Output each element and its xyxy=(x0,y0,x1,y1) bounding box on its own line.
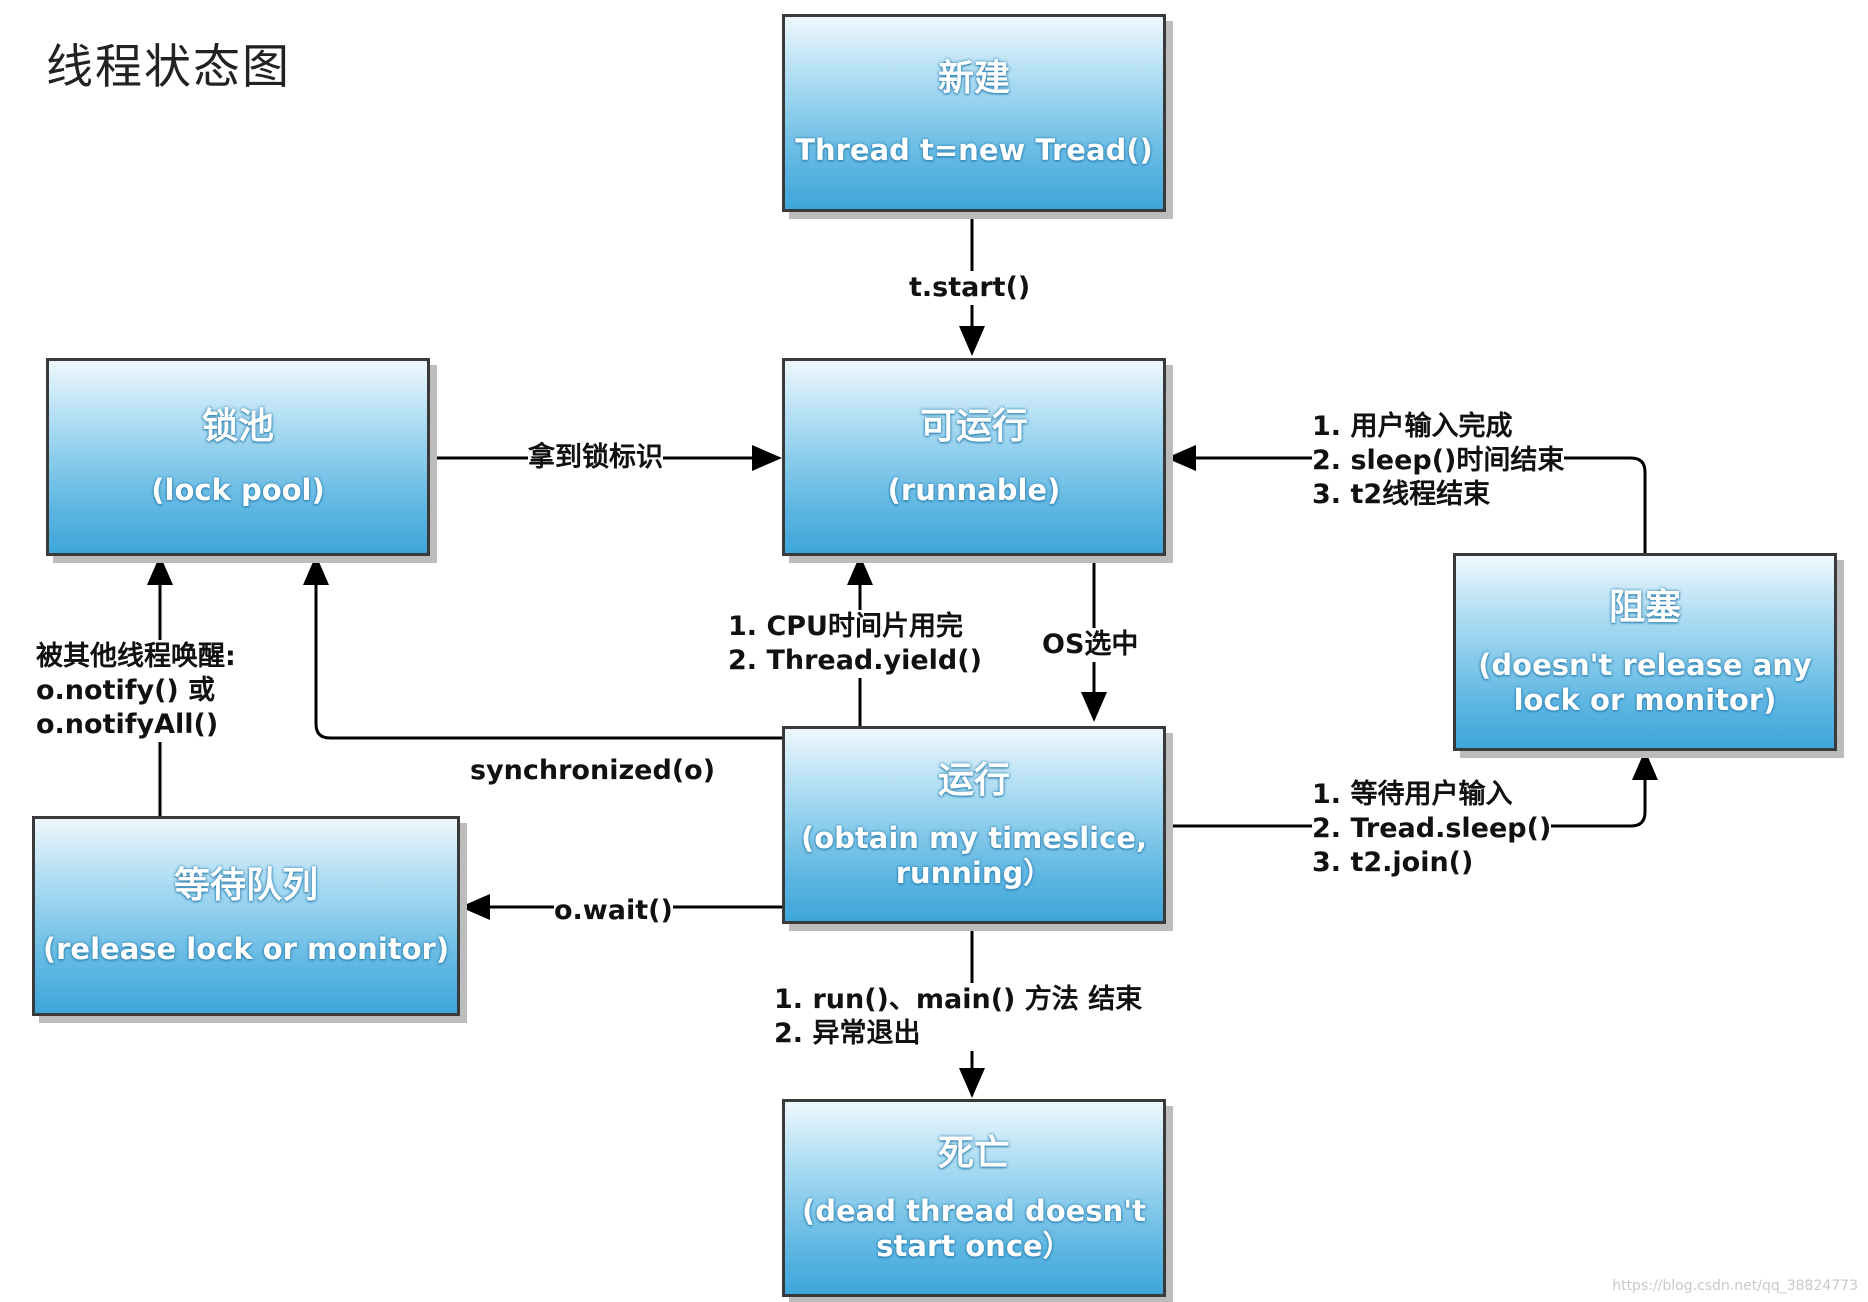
state-blocked-desc: (doesn't release any lock or monitor) xyxy=(1478,647,1812,717)
state-lock-pool: 锁池 (lock pool) xyxy=(46,358,430,556)
edge-label-os-select: OS选中 xyxy=(1042,628,1139,662)
edge-get-lock-arrowhead xyxy=(752,445,782,471)
state-lock-pool-name: 锁池 xyxy=(201,405,274,447)
edge-label-synchronized: synchronized(o) xyxy=(470,755,716,786)
state-new-name: 新建 xyxy=(937,57,1010,99)
edge-block-arrowhead xyxy=(1632,750,1658,780)
edge-notify-arrowhead xyxy=(147,555,173,585)
edge-label-start: t.start() xyxy=(909,271,1031,305)
state-runnable-desc: (runnable) xyxy=(887,473,1061,508)
edge-unblock xyxy=(1196,456,1647,553)
diagram-title: 线程状态图 xyxy=(46,40,291,95)
state-wait-queue: 等待队列 (release lock or monitor) xyxy=(32,816,460,1016)
edge-synchronized-arrowhead xyxy=(303,555,329,585)
state-running: 运行 (obtain my timeslice, running） xyxy=(782,726,1166,924)
edge-label-block: 1. 等待用户输入 2. Tread.sleep() 3. t2.join() xyxy=(1312,778,1552,880)
state-running-name: 运行 xyxy=(937,759,1010,801)
state-wait-queue-desc: (release lock or monitor) xyxy=(42,932,450,967)
edge-synchronized xyxy=(314,585,782,740)
state-blocked-name: 阻塞 xyxy=(1608,586,1681,628)
edge-label-yield: 1. CPU时间片用完 2. Thread.yield() xyxy=(728,610,982,678)
edge-label-finish: 1. run()、main() 方法 结束 2. 异常退出 xyxy=(774,983,1143,1051)
state-dead-desc: (dead thread doesn't start once） xyxy=(801,1193,1146,1263)
state-new-desc: Thread t=new Tread() xyxy=(795,133,1153,168)
state-wait-queue-name: 等待队列 xyxy=(173,864,318,906)
edge-label-get-lock: 拿到锁标识 xyxy=(528,441,663,475)
edge-block xyxy=(1166,780,1647,828)
state-running-desc: (obtain my timeslice, running） xyxy=(801,820,1147,890)
watermark: https://blog.csdn.net/qq_38824773 xyxy=(1612,1278,1858,1294)
state-lock-pool-desc: (lock pool) xyxy=(151,473,325,508)
edge-start-arrowhead xyxy=(959,326,985,356)
edge-label-wait: o.wait() xyxy=(554,894,673,928)
state-blocked: 阻塞 (doesn't release any lock or monitor) xyxy=(1453,553,1837,751)
state-dead-name: 死亡 xyxy=(937,1132,1010,1174)
state-runnable: 可运行 (runnable) xyxy=(782,358,1166,556)
state-dead: 死亡 (dead thread doesn't start once） xyxy=(782,1099,1166,1297)
edge-yield-arrowhead xyxy=(847,555,873,585)
edge-os-select-arrowhead xyxy=(1081,692,1107,722)
edge-finish-arrowhead xyxy=(959,1068,985,1098)
edge-wait-arrowhead xyxy=(460,894,490,920)
edge-unblock-arrowhead xyxy=(1166,445,1196,471)
state-runnable-name: 可运行 xyxy=(919,405,1028,447)
edge-label-notify: 被其他线程唤醒: o.notify() 或 o.notifyAll() xyxy=(36,640,236,742)
state-new: 新建 Thread t=new Tread() xyxy=(782,14,1166,212)
edge-label-unblock: 1. 用户输入完成 2. sleep()时间结束 3. t2线程结束 xyxy=(1312,410,1565,512)
